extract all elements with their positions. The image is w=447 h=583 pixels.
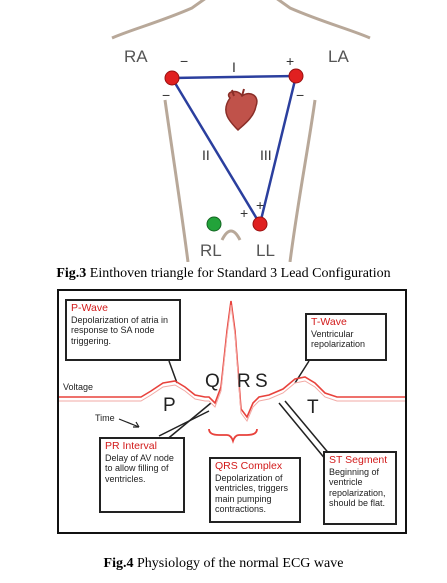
electrode-rl [206,216,222,232]
p-wave-callout: P-Wave Depolarization of atria in respon… [65,299,181,361]
voltage-axis-label: Voltage [63,382,94,392]
pr-pointer [158,410,210,437]
body-outline [111,0,371,40]
st-segment-description: Beginning of ventricle repolarization, s… [329,466,386,509]
sign-la-top: + [286,53,294,69]
right-arm-outline [288,99,317,262]
figure-4-number: Fig.4 [103,556,134,571]
time-arrow [118,418,140,428]
qrs-complex-title: QRS Complex [215,460,283,472]
lead-iii-label: III [260,147,272,163]
lead-ii-label: II [202,147,210,163]
lead-i-label: I [232,59,236,75]
figure-3-number: Fig.3 [56,266,87,281]
sign-la-bottom: − [296,87,304,103]
figure-4-caption: Fig.4 Physiology of the normal ECG wave [0,556,447,572]
time-axis-label: Time [95,413,115,423]
figure-3-caption: Fig.3 Einthoven triangle for Standard 3 … [0,266,447,282]
einthoven-triangle [169,74,298,228]
pr-interval-title: PR Interval [105,440,157,452]
qrs-complex-callout: QRS Complex Depolarization of ventricles… [209,457,301,523]
t-wave-title: T-Wave [311,316,347,328]
qrs-brace [208,428,258,444]
ecg-trace [59,300,405,419]
left-arm-outline [163,99,190,262]
ecg-figure: P-Wave Depolarization of atria in respon… [57,289,407,534]
crotch-outline [220,229,242,241]
letter-p: P [163,395,176,416]
electrode-ra [164,70,180,86]
sign-ra-top: − [180,53,188,69]
t-wave-callout: T-Wave Ventricular repolarization [305,313,387,361]
p-wave-description: Depolarization of atria in response to S… [71,314,169,346]
ecg-trace-diagram [59,300,405,467]
letter-s: S [255,371,268,392]
sign-ll-right: + [256,197,264,213]
letter-r: R [237,371,251,392]
label-ra: RA [124,47,148,66]
figure-3-text: Einthoven triangle for Standard 3 Lead C… [86,266,391,281]
sign-ll-left: + [240,205,248,221]
ecg-trace-shadow [59,304,405,422]
electrode-la [288,68,304,84]
qrs-complex-description: Depolarization of ventricles, triggers m… [215,472,289,515]
letter-t: T [307,397,319,418]
label-rl: RL [200,241,222,260]
st-pointer [284,400,332,457]
heart-icon [225,88,258,132]
st-segment-callout: ST Segment Beginning of ventricle repola… [323,451,397,525]
electrode-ll [252,216,268,232]
p-wave-title: P-Wave [71,302,108,314]
label-la: LA [328,47,349,66]
einthoven-figure: RA LA RL LL I II III − + − − + + [110,0,372,262]
label-ll: LL [256,241,275,260]
pr-interval-callout: PR Interval Delay of AV node to allow fi… [99,437,185,513]
pr-interval-description: Delay of AV node to allow filling of ven… [105,452,174,484]
torso-diagram: RA LA RL LL I II III − + − − + + [111,0,371,262]
pr-pointer-2 [164,402,212,442]
sign-ra-bottom: − [162,87,170,103]
t-wave-pointer [294,360,310,384]
letter-q: Q [205,371,220,392]
p-wave-pointer [168,360,178,384]
figure-4-text: Physiology of the normal ECG wave [133,556,344,571]
st-segment-title: ST Segment [329,454,388,466]
st-pointer-2 [278,402,332,467]
time-arrow-head [133,421,140,428]
t-wave-description: Ventricular repolarization [311,328,366,350]
